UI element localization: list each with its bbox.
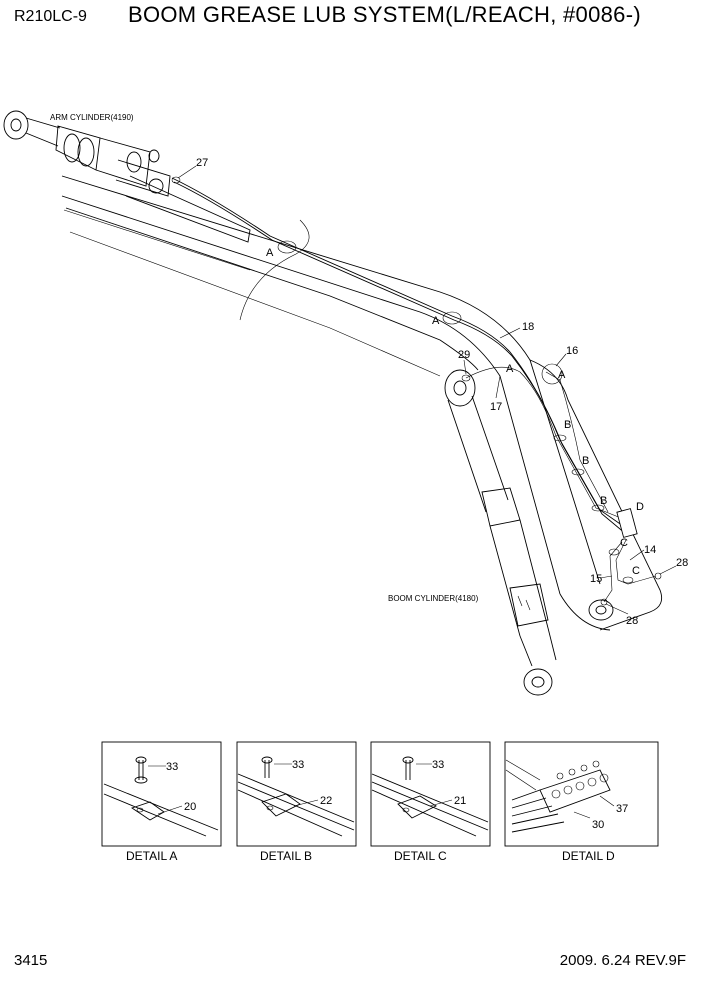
- leader-lines: [177, 165, 677, 615]
- clamp-a-2: A: [432, 315, 440, 327]
- detail-a-part: 20: [184, 801, 196, 813]
- callout-28-right: 28: [676, 557, 688, 569]
- arm-cylinder-drawing: [3, 110, 171, 197]
- clamp-b-3: B: [600, 495, 607, 507]
- callout-17: 17: [490, 401, 502, 413]
- detail-d-part-top: 37: [616, 803, 628, 815]
- detail-b-caption: DETAIL B: [260, 849, 312, 863]
- clamp-c-2: C: [632, 565, 640, 577]
- detail-b-part: 22: [320, 795, 332, 807]
- callout-28-bottom: 28: [626, 615, 638, 627]
- detail-a-bolt: 33: [166, 761, 178, 773]
- detail-a: 33 20: [101, 741, 222, 847]
- arm-cylinder-label: ARM CYLINDER(4190): [50, 113, 134, 122]
- clamp-a-4: A: [558, 369, 566, 381]
- detail-b-bolt: 33: [292, 759, 304, 771]
- detail-c-caption: DETAIL C: [394, 849, 447, 863]
- boom-cylinder-label: BOOM CYLINDER(4180): [388, 594, 479, 603]
- block-d: D: [636, 501, 644, 513]
- clamp-a-3: A: [506, 363, 514, 375]
- clamp-a-1: A: [266, 247, 274, 259]
- boom-drawing: [61, 175, 663, 631]
- callout-29: 29: [458, 349, 470, 361]
- boom-cylinder-drawing: [444, 369, 557, 696]
- detail-c-part: 21: [454, 795, 466, 807]
- callout-15: 15: [590, 573, 602, 585]
- callout-16: 16: [566, 345, 578, 357]
- detail-d-caption: DETAIL D: [562, 849, 615, 863]
- model-number: R210LC-9: [14, 8, 87, 25]
- detail-d: 37 30: [504, 741, 659, 847]
- clamp-markers: [171, 176, 662, 606]
- detail-b: 33 22: [236, 741, 357, 847]
- page-title: BOOM GREASE LUB SYSTEM(L/REACH, #0086-): [128, 2, 641, 27]
- callout-27: 27: [196, 157, 208, 169]
- detail-c: 33 21: [370, 741, 491, 847]
- revision-date: 2009. 6.24 REV.9F: [559, 952, 686, 969]
- callout-14: 14: [644, 544, 656, 556]
- callout-18: 18: [522, 321, 534, 333]
- detail-d-part-bottom: 30: [592, 819, 604, 831]
- grease-lines: [171, 177, 657, 603]
- detail-a-caption: DETAIL A: [126, 849, 177, 863]
- page-number: 3415: [14, 952, 48, 969]
- detail-c-bolt: 33: [432, 759, 444, 771]
- clamp-b-2: B: [582, 455, 589, 467]
- clamp-b-1: B: [564, 419, 571, 431]
- clamp-c-1: C: [620, 537, 628, 549]
